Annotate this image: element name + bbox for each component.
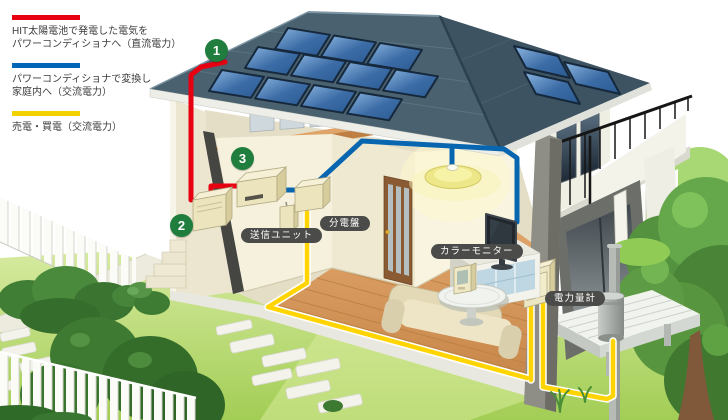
grid-power-line [264,208,617,403]
tree-trunk [678,330,714,420]
legend-text: パワーコンディショナへ（直流電力） [12,39,182,50]
legend-text: パワーコンディショナで変換し [12,74,152,85]
eave-fascia-front [149,88,501,157]
step-marker-1: 1 [205,39,228,62]
fence-bottom-left [0,350,197,420]
balcony-parapet [590,112,686,216]
entrance-steps [145,239,187,289]
utility-pole [597,244,625,420]
transmitter-unit-device [279,201,299,232]
legend-item-grid: 売電・買電（交流電力） [12,111,212,134]
balcony-railing [559,94,693,216]
label-color-monitor: カラーモニター [431,244,523,259]
legend-text: 売電・買電（交流電力） [12,122,122,133]
transformer [597,291,625,342]
legend-item-dc: HIT太陽電池で発電した電気を パワーコンディショナへ（直流電力） [12,15,212,51]
outdoor-junction-box [191,185,234,232]
legend-color-bar-dc [12,15,80,20]
solar-panel-array [208,27,621,122]
eave-fascia-right [500,83,652,156]
step-marker-3: 3 [231,147,254,170]
legend-item-ac: パワーコンディショナで変換し 家庭内へ（交流電力） [12,63,212,99]
small-bush [323,400,343,412]
legend-text: HIT太陽電池で発電した電気を [12,26,149,37]
legend-color-bar-ac [12,63,80,68]
label-watt-hour-meter: 電力量計 [545,291,606,306]
legend-color-bar-grid [12,111,80,116]
corner-shrub-2 [32,412,92,420]
grass-tufts [550,386,592,413]
interior-door [383,175,413,286]
step-marker-2: 2 [170,214,193,237]
label-distribution-board: 分電盤 [320,216,370,231]
color-monitor-device [453,262,477,295]
distribution-board-device [293,176,332,213]
power-conditioner [235,166,288,208]
legend: HIT太陽電池で発電した電気を パワーコンディショナへ（直流電力） パワーコンデ… [12,15,212,146]
ceiling-light [409,164,501,201]
label-transmitter-unit: 送信ユニット [241,228,323,243]
legend-text: 家庭内へ（交流電力） [12,87,112,98]
